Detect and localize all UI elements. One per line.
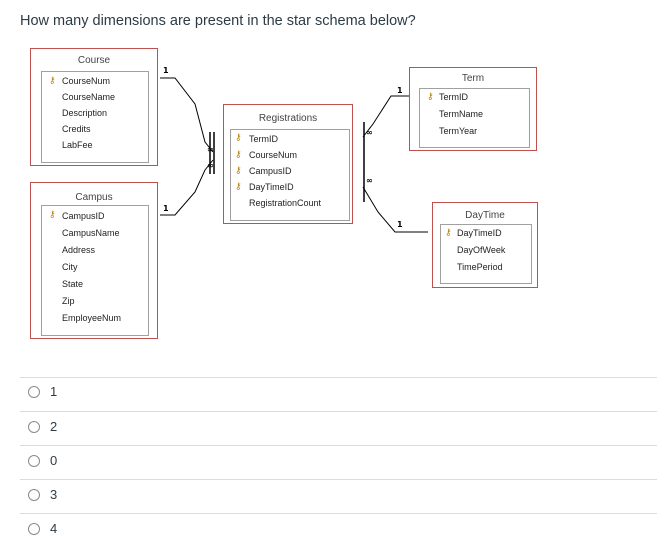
table-registrations: Registrations ⚷ TermID ⚷ CourseNum ⚷ Cam… (223, 104, 353, 224)
table-title: DayTime (465, 210, 505, 221)
cardinality-many: ∞ (366, 128, 373, 137)
key-icon: ⚷ (235, 132, 242, 142)
field-zip: Zip (62, 296, 75, 306)
radio-button[interactable] (28, 385, 40, 398)
field-coursenum: CourseNum (249, 150, 298, 160)
cardinality-many: ∞ (207, 145, 214, 154)
answer-option[interactable]: 1 (28, 384, 57, 399)
answer-option[interactable]: 0 (28, 453, 57, 468)
answer-label: 4 (50, 521, 58, 536)
table-title: Campus (75, 192, 113, 203)
cardinality-one: 1 (397, 220, 403, 229)
answer-option[interactable]: 2 (28, 419, 57, 434)
answer-option[interactable]: 3 (28, 487, 57, 502)
relationship-campus (160, 159, 214, 216)
relationship-lines (160, 77, 428, 233)
star-schema-diagram: Course ⚷ CourseNum CourseName Descriptio… (23, 42, 544, 347)
field-timeperiod: TimePeriod (457, 262, 503, 272)
question-text: How many dimensions are present in the s… (20, 13, 416, 29)
field-termid: TermID (249, 134, 278, 144)
answer-label: 1 (50, 384, 58, 399)
option-divider (20, 479, 657, 480)
option-divider (20, 513, 657, 514)
table-daytime: DayTime ⚷ DayTimeID DayOfWeek TimePeriod (432, 202, 538, 288)
answer-label: 2 (50, 419, 58, 434)
option-divider (20, 445, 657, 446)
field-termyear: TermYear (439, 126, 478, 136)
key-icon: ⚷ (49, 75, 56, 85)
table-title: Registrations (258, 113, 318, 124)
field-address: Address (62, 245, 96, 255)
field-employeenum: EmployeeNum (62, 313, 122, 323)
radio-button[interactable] (28, 522, 40, 535)
table-term: Term ⚷ TermID TermName TermYear (409, 67, 537, 151)
field-state: State (62, 279, 84, 289)
table-title: Course (77, 55, 111, 66)
key-icon: ⚷ (235, 165, 242, 175)
option-divider (20, 411, 657, 412)
cardinality-one: 1 (397, 86, 403, 95)
field-campusid: CampusID (249, 166, 292, 176)
cardinality-many: ∞ (207, 161, 214, 170)
field-termid: TermID (439, 92, 468, 102)
field-city: City (62, 262, 78, 272)
relationship-course (160, 77, 214, 153)
field-coursenum: CourseNum (62, 76, 111, 86)
table-campus: Campus ⚷ CampusID CampusName Address Cit… (30, 182, 158, 339)
cardinality-many: ∞ (366, 176, 373, 185)
key-icon: ⚷ (49, 209, 56, 219)
relationship-term (362, 95, 411, 138)
option-divider (20, 377, 657, 378)
key-icon: ⚷ (427, 91, 434, 101)
answer-label: 0 (50, 453, 58, 468)
radio-button[interactable] (28, 488, 40, 501)
radio-button[interactable] (28, 420, 40, 433)
field-daytimeid: DayTimeID (457, 228, 502, 238)
field-labfee: LabFee (62, 140, 93, 150)
cardinality-one: 1 (163, 204, 169, 213)
field-campusid: CampusID (62, 211, 105, 221)
radio-button[interactable] (28, 454, 40, 467)
field-daytimeid: DayTimeID (249, 182, 294, 192)
field-coursename: CourseName (62, 92, 116, 102)
field-campusname: CampusName (62, 228, 120, 238)
answer-label: 3 (50, 487, 58, 502)
field-credits: Credits (62, 124, 91, 134)
field-dayofweek: DayOfWeek (457, 245, 506, 255)
key-icon: ⚷ (235, 149, 242, 159)
answer-option[interactable]: 4 (28, 521, 57, 536)
key-icon: ⚷ (445, 227, 452, 237)
table-course: Course ⚷ CourseNum CourseName Descriptio… (30, 48, 158, 166)
relationship-daytime (362, 186, 428, 233)
cardinality-one: 1 (163, 66, 169, 75)
field-description: Description (62, 108, 108, 118)
table-title: Term (461, 73, 485, 84)
field-termname: TermName (439, 109, 484, 119)
field-registrationcount: RegistrationCount (249, 198, 322, 208)
key-icon: ⚷ (235, 181, 242, 191)
